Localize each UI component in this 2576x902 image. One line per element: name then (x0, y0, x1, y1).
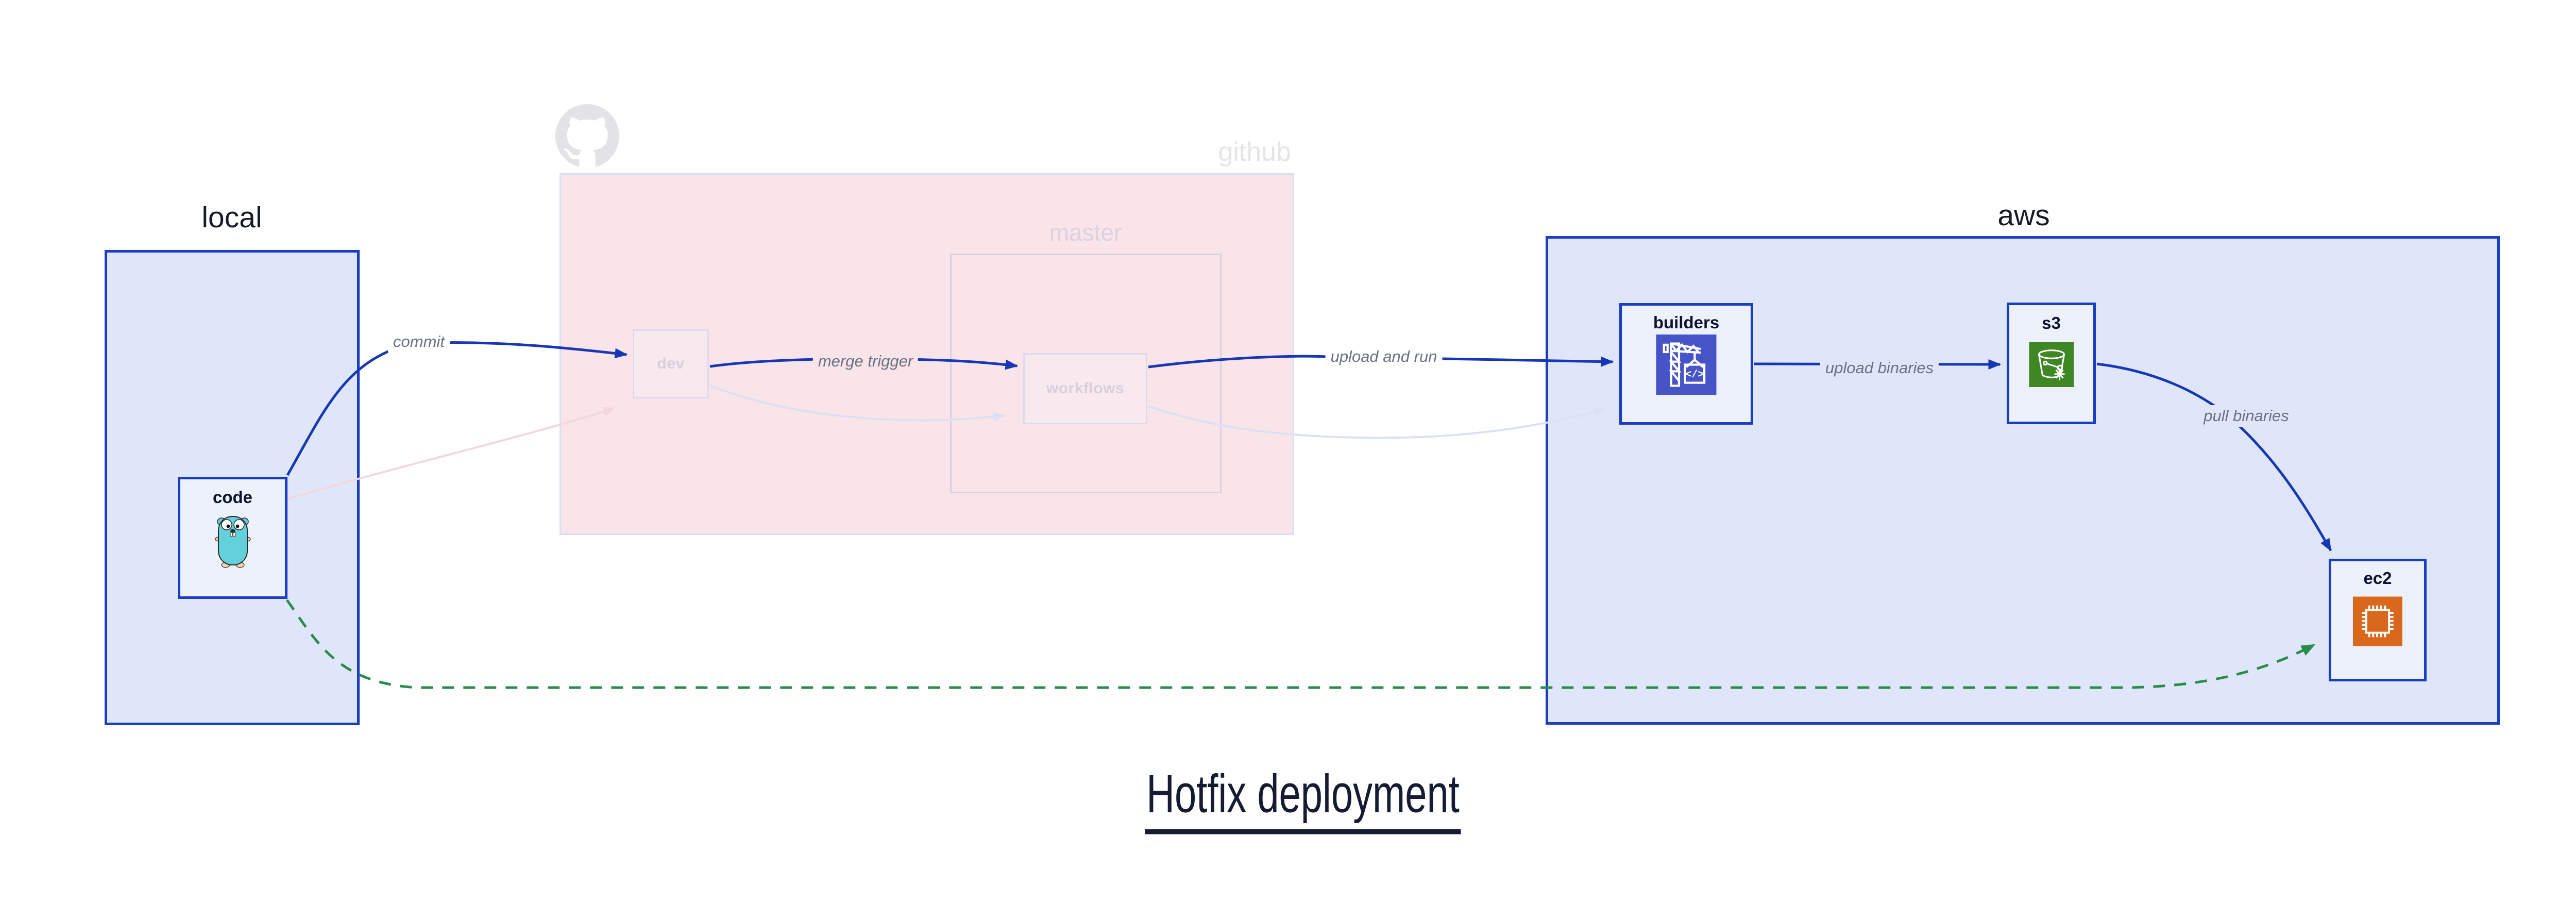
faded-merge-arrow (709, 385, 1006, 422)
s3-bucket-icon (2029, 342, 2074, 387)
faded-commit-arrow (287, 407, 616, 500)
merge-trigger-edge-label: merge trigger (812, 350, 919, 372)
diagram-title: Hotfix deployment (1145, 764, 1461, 834)
ec2-chip-icon (2353, 596, 2402, 646)
workflows-box: workflows (1023, 353, 1147, 424)
pull-binaries-edge-label: pull binaries (2198, 405, 2294, 427)
hotfix-direct-arrow (285, 599, 2316, 689)
gopher-icon (214, 516, 251, 568)
aws-region-label: aws (1997, 199, 2050, 232)
github-region-label: github (1218, 137, 1291, 167)
s3-node: s3 (2007, 303, 2096, 424)
ec2-node: ec2 (2329, 559, 2427, 681)
faded-upload-arrow (1148, 405, 1607, 439)
builders-node-label: builders (1653, 313, 1720, 332)
s3-node-label: s3 (2042, 313, 2061, 332)
builders-node: builders </> (1619, 303, 1753, 425)
commit-arrow (286, 341, 628, 476)
master-branch-label: master (1049, 219, 1122, 246)
octocat-icon (555, 104, 619, 166)
upload-binaries-edge-label: upload binaries (1820, 357, 1939, 379)
dev-branch-label: dev (657, 355, 685, 372)
svg-text:</>: </> (1685, 369, 1704, 380)
pull-binaries-arrow (2096, 362, 2332, 552)
codebuild-crane-icon: </> (1656, 335, 1717, 395)
code-node: code (178, 477, 287, 599)
upload-and-run-edge-label: upload and run (1325, 346, 1443, 368)
commit-edge-label: commit (388, 331, 450, 353)
code-node-label: code (212, 488, 253, 507)
dev-branch-box: dev (633, 329, 709, 398)
local-region-label: local (201, 201, 262, 234)
workflows-label: workflows (1046, 380, 1125, 397)
master-branch-region (950, 254, 1222, 493)
ec2-node-label: ec2 (2363, 569, 2392, 588)
